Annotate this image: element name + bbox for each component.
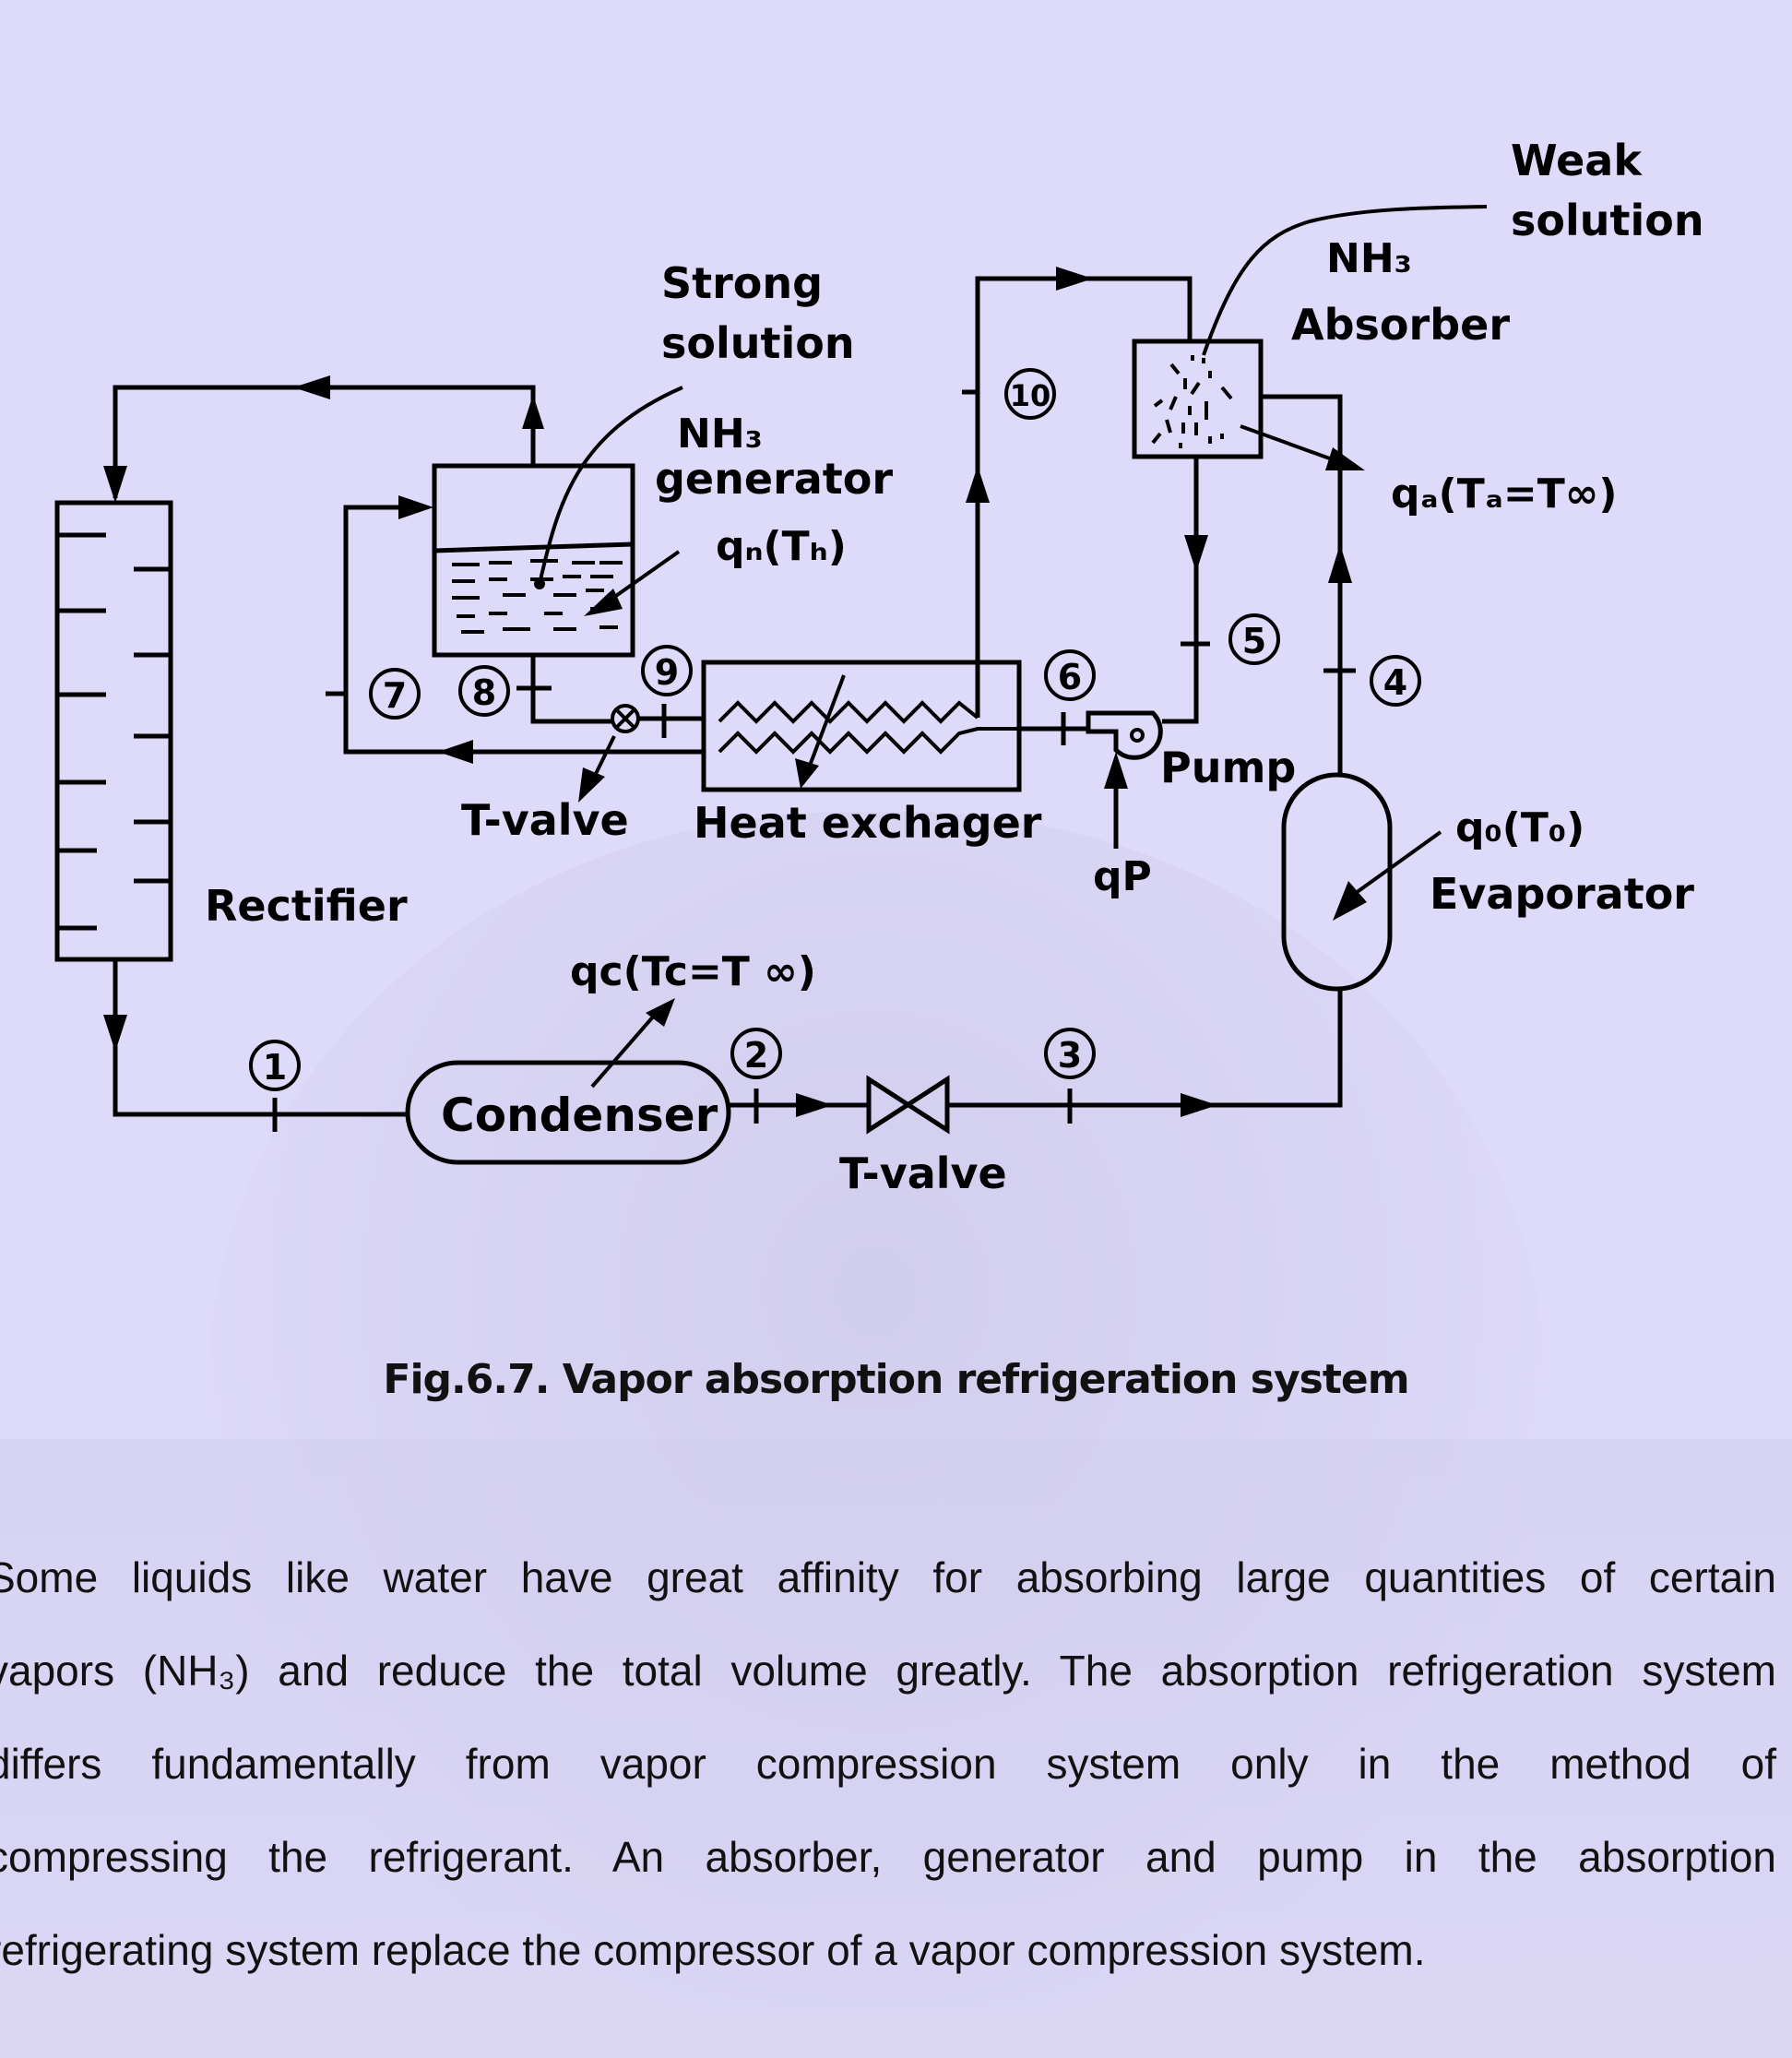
svg-text:4: 4	[1383, 662, 1407, 703]
heat-input-arrow-line	[602, 550, 681, 606]
body-paragraph: Some liquids like water have great affin…	[0, 1531, 1776, 1997]
strong-solution-line-7	[343, 505, 706, 755]
rectifier-label: Rectifier	[205, 881, 408, 931]
state-point-7: 7	[369, 668, 421, 720]
figure-caption: Fig.6.7. Vapor absorption refrigeration …	[383, 1356, 1409, 1403]
weak-solution-label-line2: solution	[1511, 196, 1704, 245]
strong-solution-label-line1: Strong	[661, 258, 823, 308]
paragraph-line: refrigerating system replace the compres…	[0, 1926, 1426, 1974]
arrow-pointer-icon	[578, 767, 605, 803]
q-absorber-label: qₐ(Tₐ=T∞)	[1391, 470, 1618, 517]
evaporator	[1281, 772, 1393, 992]
arrow-heat-in-icon	[1333, 881, 1367, 921]
strong-solution-line-10	[975, 276, 1193, 718]
weak-solution-label-line1: Weak	[1511, 136, 1643, 185]
q-condenser-label: qc(Tc=T ∞)	[570, 948, 816, 995]
weak-solution-line-5	[1162, 457, 1199, 724]
arrow-heat-in-icon	[584, 589, 623, 616]
vapor-line-generator-to-rectifier	[113, 385, 536, 498]
arrow-left-icon	[293, 375, 330, 399]
arrow-right-icon	[1056, 267, 1093, 291]
arrow-down-icon	[103, 1015, 127, 1052]
weak-solution-line-8	[530, 655, 613, 724]
paragraph-line: Some liquids like water have great affin…	[0, 1553, 1776, 1601]
refrigeration-diagram: Rectifier Strong solution NH₃ generator …	[54, 136, 1704, 1198]
state-point-5: 5	[1228, 613, 1280, 665]
state-point-9: 9	[641, 645, 693, 696]
heat-reject-arrow-line	[1240, 424, 1338, 463]
arrow-heat-out-icon	[1325, 447, 1365, 470]
pump-label: Pump	[1160, 743, 1296, 792]
solution-t-valve	[611, 704, 640, 733]
svg-text:3: 3	[1058, 1035, 1082, 1076]
evaporator-heat-arrow-line	[1354, 830, 1442, 895]
expansion-t-valve	[866, 1075, 950, 1135]
arrow-up-icon	[522, 395, 544, 429]
svg-text:9: 9	[655, 652, 679, 693]
state-point-3: 3	[1044, 1028, 1096, 1079]
heat-exchanger-label: Heat exchager	[694, 798, 1042, 848]
generator-nh3-label: NH₃	[677, 410, 763, 458]
arrow-right-icon	[796, 1093, 833, 1117]
state-point-4: 4	[1370, 655, 1421, 707]
arrow-up-icon	[966, 466, 990, 503]
t-valve-pointer	[591, 735, 616, 780]
arrow-right-icon	[1181, 1093, 1217, 1117]
paragraph-line: compressing the refrigerant. An absorber…	[0, 1833, 1776, 1881]
t-valve-solution-label: T-valve	[461, 795, 629, 845]
heat-exchanger	[701, 660, 1022, 792]
arrow-left-icon	[438, 740, 473, 764]
arrow-up-icon	[1104, 752, 1128, 789]
rectifier-baffles	[57, 532, 171, 931]
svg-text:1: 1	[263, 1047, 287, 1088]
arrow-up-icon	[1328, 544, 1352, 583]
svg-text:5: 5	[1242, 621, 1266, 661]
state-point-1: 1	[249, 1040, 301, 1091]
absorber	[1132, 339, 1264, 459]
condenser-label: Condenser	[441, 1088, 718, 1142]
condenser-heat-arrow-line	[590, 1013, 657, 1088]
liquid-line-3	[947, 989, 1343, 1108]
q-pump-label: qP	[1093, 853, 1152, 900]
paragraph-line: differs fundamentally from vapor compres…	[0, 1740, 1776, 1788]
q-evaporator-label: q₀(T₀)	[1455, 804, 1584, 851]
absorber-label: Absorber	[1291, 300, 1510, 350]
t-valve-main-label: T-valve	[839, 1148, 1007, 1198]
weak-solution-leader	[1202, 205, 1488, 356]
absorber-nh3-label: NH₃	[1326, 235, 1412, 282]
rectifier	[54, 500, 173, 962]
svg-text:6: 6	[1058, 657, 1082, 697]
generator-label: generator	[655, 454, 893, 504]
evaporator-label: Evaporator	[1430, 869, 1694, 919]
arrow-down-icon	[103, 466, 127, 503]
vapor-line-4	[1261, 394, 1343, 775]
strong-solution-label-line2: solution	[661, 318, 855, 368]
svg-text:8: 8	[472, 672, 496, 713]
state-point-markers: 1 2 3 4 5 6 7 8 9 10	[249, 368, 1421, 1091]
pump	[1086, 710, 1163, 760]
state-point-6: 6	[1044, 649, 1096, 701]
svg-text:10: 10	[1010, 378, 1051, 413]
vapor-line-1	[113, 959, 408, 1117]
svg-text:7: 7	[383, 675, 407, 716]
svg-text:2: 2	[744, 1035, 768, 1076]
state-point-8: 8	[458, 665, 510, 717]
q-generator-label: qₙ(Tₕ)	[716, 523, 847, 570]
state-point-2: 2	[730, 1028, 782, 1079]
arrow-right-icon	[398, 495, 433, 519]
state-point-10: 10	[1004, 368, 1056, 420]
paragraph-line: vapors (NH₃) and reduce the total volume…	[0, 1647, 1776, 1695]
arrow-down-icon	[1184, 535, 1208, 572]
strong-solution-leader	[538, 386, 683, 585]
generator	[432, 463, 635, 658]
arrow-heat-out-icon	[646, 998, 675, 1027]
condenser	[405, 1060, 731, 1165]
generator-liquid-dashes	[452, 559, 623, 634]
